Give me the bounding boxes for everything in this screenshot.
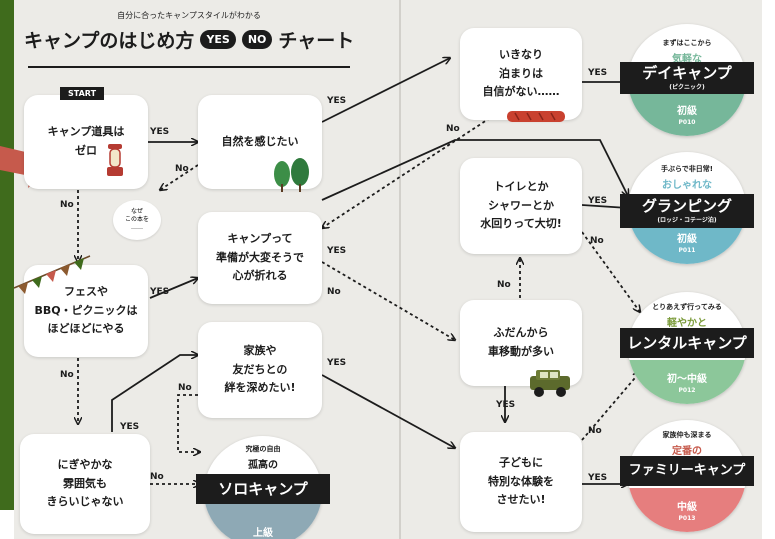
title-prefix: キャンプのはじめ方 [24, 30, 195, 52]
label-yes: YES [588, 196, 608, 206]
green-side-strip [0, 0, 14, 510]
arrow-lively-family [111, 355, 198, 432]
title-suffix: チャート [278, 30, 355, 52]
label-yes: YES [588, 68, 608, 78]
car-icon [530, 370, 570, 397]
chart-title: キャンプのはじめ方 YES NO チャート [24, 26, 354, 53]
label-yes: YES [327, 358, 347, 368]
label-no: No [60, 200, 74, 210]
tree-icon [274, 158, 309, 192]
arrow-hard-car [321, 261, 455, 340]
label-no: No [590, 236, 604, 246]
label-no: No [175, 164, 189, 174]
question-toilet: トイレとか シャワーとか 水回りって大切! [460, 158, 582, 254]
label-yes: YES [150, 287, 170, 297]
label-yes: YES [327, 96, 347, 106]
question-tools: キャンプ道具は ゼロ [24, 95, 148, 189]
arrow-nature-sleep [321, 58, 450, 123]
label-no: No [446, 124, 460, 134]
label-yes: YES [327, 246, 347, 256]
arrow-fes-hard [149, 278, 198, 299]
label-no: No [497, 280, 511, 290]
no-pill: NO [241, 30, 273, 49]
question-kids: 子どもに 特別な体験を させたい! [460, 432, 582, 532]
label-yes: YES [150, 127, 170, 137]
title-rule [28, 66, 350, 68]
sausage-icon [507, 111, 565, 122]
question-fes: フェスや BBQ・ピクニックは ほどほどにやる [24, 265, 148, 357]
start-tag: START [60, 87, 105, 100]
result-banner-rental: レンタルキャンプ [620, 328, 754, 358]
result-banner-solo: ソロキャンプ [196, 474, 330, 504]
question-lively: にぎやかな 雰囲気も きらいじゃない [20, 434, 150, 534]
label-yes: YES [588, 473, 608, 483]
yes-pill: YES [200, 30, 236, 49]
question-sleep: いきなり 泊まりは 自信がない…… [460, 28, 582, 120]
arrow-family-solo [177, 394, 200, 452]
label-no: No [150, 472, 164, 482]
result-banner-day: デイキャンプ (ピクニック) [620, 62, 754, 94]
arrow-family-kids [321, 374, 455, 448]
label-yes: YES [496, 400, 516, 410]
bunting-icon [14, 255, 91, 294]
page-fold [399, 0, 401, 539]
lantern-icon [107, 144, 123, 176]
question-car: ふだんから 車移動が多い [460, 300, 582, 386]
why-this-book-cloud: なぜ この本を …… [113, 200, 161, 240]
label-yes: YES [120, 422, 140, 432]
label-no: No [178, 383, 192, 393]
label-no: No [588, 426, 602, 436]
arrow-nature-tools [160, 164, 199, 190]
question-hard: キャンプって 準備が大変そうで 心が折れる [198, 212, 322, 304]
arrow-toilet-rental [581, 231, 640, 312]
label-no: No [60, 370, 74, 380]
result-banner-family: ファミリーキャンプ [620, 456, 754, 486]
question-family: 家族や 友だちとの 絆を深めたい! [198, 322, 322, 418]
label-no: No [327, 287, 341, 297]
chart-subtitle: 自分に合ったキャンプスタイルがわかる [117, 11, 261, 20]
arrow-hard-glamping [321, 139, 628, 201]
result-banner-glamping: グランピング (ロッジ・コテージ泊) [620, 194, 754, 228]
